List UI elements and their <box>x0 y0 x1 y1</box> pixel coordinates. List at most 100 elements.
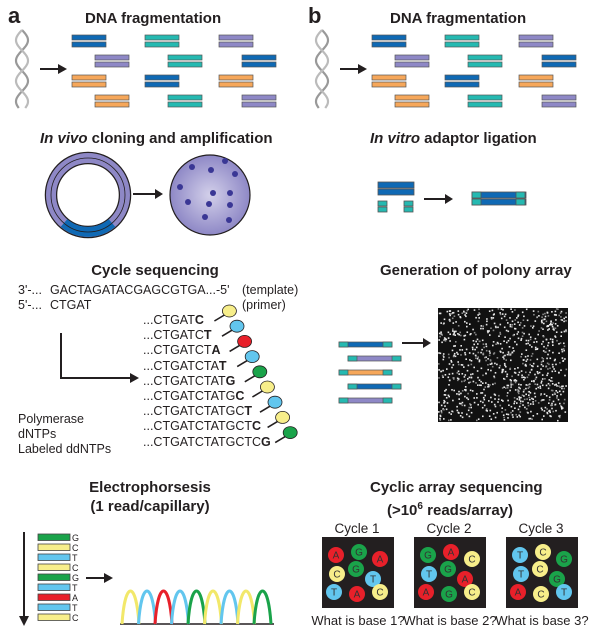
polony-spot <box>444 400 446 403</box>
polony-spot <box>510 379 512 382</box>
polony-spot <box>503 416 505 419</box>
polony-spot <box>499 343 502 345</box>
polony-spot <box>565 329 567 331</box>
polony-spot <box>468 381 470 384</box>
base-spot-label: A <box>333 551 340 562</box>
dna-fragment-icon <box>94 94 130 108</box>
polony-spot <box>457 313 460 316</box>
product-sequence: ...CTGAT <box>143 313 195 327</box>
polony-spot <box>492 383 494 386</box>
polony-spot <box>547 382 550 385</box>
gel-band: A <box>37 593 78 603</box>
polony-spot <box>467 378 469 380</box>
polony-spot <box>450 413 452 415</box>
polony-spot <box>540 407 543 409</box>
polony-spot <box>511 324 514 326</box>
polony-spot <box>504 378 506 380</box>
polony-spot <box>463 335 465 337</box>
polony-spot <box>458 402 461 405</box>
polony-spot <box>438 363 440 365</box>
polony-spot <box>442 358 445 361</box>
polony-spot <box>454 355 457 358</box>
polony-spot <box>530 410 532 413</box>
polony-spot <box>542 318 544 321</box>
polony-spot <box>534 320 537 322</box>
trace-peak <box>186 589 207 625</box>
polony-spot <box>447 337 450 339</box>
polony-spot <box>485 408 488 410</box>
polony-spot <box>457 310 460 312</box>
polony-spot <box>451 349 454 352</box>
polony-spot <box>532 403 535 405</box>
primer-sequence: CTGAT <box>50 298 92 312</box>
polony-spot <box>519 387 521 390</box>
cloning-title-italic: In vivo <box>40 130 88 147</box>
polony-spot <box>534 346 537 349</box>
polony-spot <box>540 393 542 395</box>
polony-spot <box>554 358 556 361</box>
polony-spot <box>517 391 519 393</box>
gel-band-label: C <box>72 613 79 623</box>
polony-spot <box>523 325 526 327</box>
dye-label-icon <box>274 426 298 444</box>
agar-plate-icon <box>169 154 251 236</box>
polony-spot <box>464 352 466 354</box>
polony-spot <box>457 361 459 363</box>
polony-spot <box>453 332 455 335</box>
polony-spot <box>560 316 562 318</box>
polony-spot <box>494 394 497 396</box>
polony-spot <box>543 322 545 325</box>
polony-spot <box>552 351 554 354</box>
base-spot: C <box>464 584 480 600</box>
polony-spot <box>527 387 530 389</box>
panel-b-fragmentation-diagram <box>314 29 577 109</box>
polony-spot <box>526 319 529 322</box>
polony-spot <box>558 416 561 419</box>
polony-spot <box>522 390 525 393</box>
panel-a-fragmentation-title: DNA fragmentation <box>85 10 222 27</box>
polony-spot <box>452 322 455 324</box>
polony-spot <box>532 325 535 327</box>
polony-spot <box>554 310 557 313</box>
polony-spot <box>456 351 458 354</box>
polony-spot <box>497 342 499 345</box>
polony-spot <box>536 347 539 350</box>
polony-spot <box>545 338 548 341</box>
polony-spot <box>483 388 485 391</box>
polony-spot <box>551 340 554 343</box>
polony-spot <box>460 354 462 356</box>
polony-spot <box>520 339 522 341</box>
polony-spot <box>463 338 466 341</box>
base-spot: A <box>457 571 473 587</box>
polony-spot <box>518 383 520 386</box>
polony-spot <box>469 403 471 405</box>
polony-spot <box>448 310 451 312</box>
polony-spot <box>477 343 479 345</box>
polony-spot <box>529 359 532 361</box>
polony-spot <box>478 317 480 319</box>
polony-spot <box>471 346 474 349</box>
reagents-list: Polymerase dNTPs Labeled ddNTPs <box>18 412 111 457</box>
polony-spot <box>557 308 559 310</box>
polony-spot <box>480 325 483 327</box>
polony-spot <box>549 411 551 414</box>
polony-spot <box>461 404 464 407</box>
polony-spot <box>494 382 496 385</box>
polony-spot <box>473 366 475 369</box>
polony-spot <box>510 405 513 408</box>
polony-spot <box>525 408 528 410</box>
polony-spot <box>442 369 444 372</box>
polony-spot <box>458 412 460 414</box>
trace-peak <box>120 589 141 625</box>
polony-spot <box>453 389 455 392</box>
product-sequence: ...CTGATCT <box>143 343 212 358</box>
polony-spot <box>526 398 528 400</box>
polony-spot <box>513 333 515 336</box>
polony-spot <box>528 390 531 393</box>
polony-spot <box>438 411 440 413</box>
polony-spot <box>561 348 563 351</box>
polony-spot <box>551 380 554 382</box>
polony-spot <box>519 402 522 405</box>
polony-spot <box>536 316 538 319</box>
polony-spot <box>441 334 443 336</box>
